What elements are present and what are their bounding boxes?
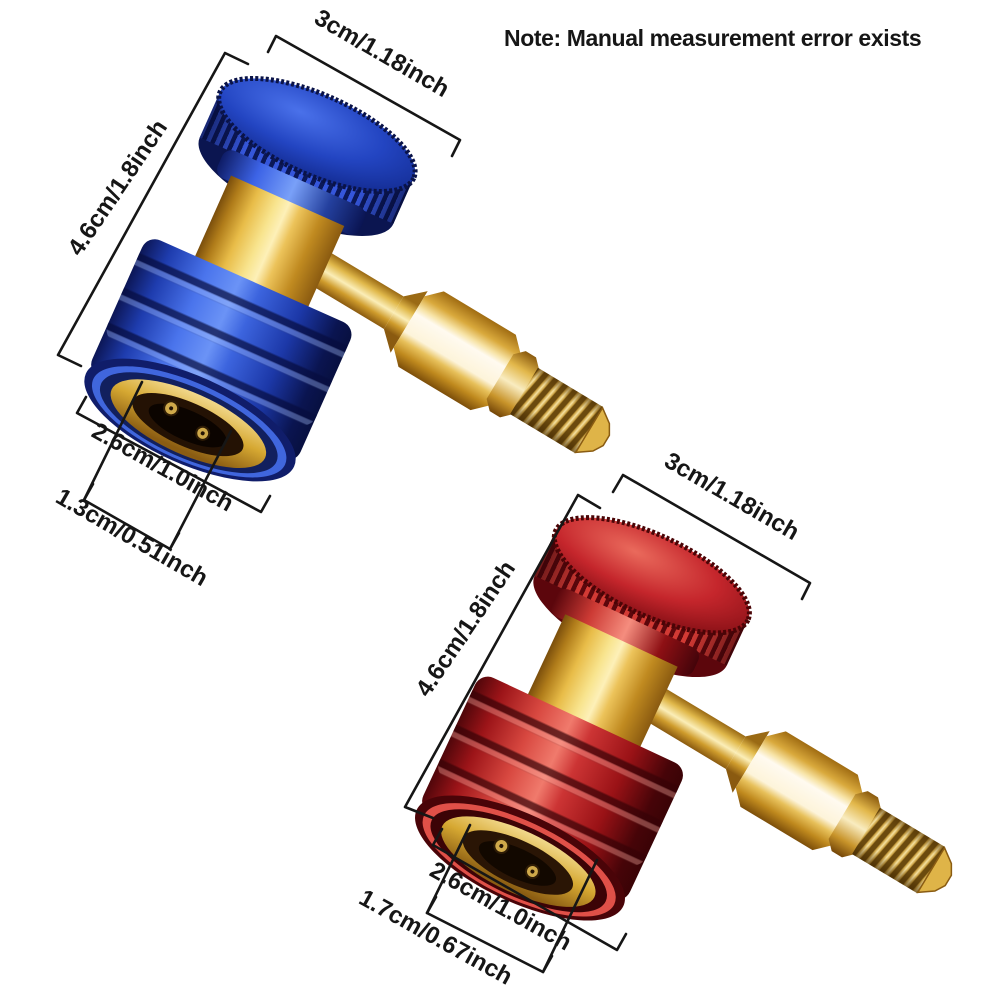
port-neck bbox=[303, 247, 404, 329]
sleeve-ribs bbox=[438, 676, 683, 866]
red-connector bbox=[415, 515, 953, 921]
thread-tip bbox=[916, 846, 953, 894]
valve-pin-tip bbox=[530, 869, 535, 874]
coupler-body bbox=[84, 75, 418, 482]
male-thread-shade bbox=[510, 367, 604, 454]
knurled-knob-top bbox=[551, 515, 752, 636]
valve-pin-tip bbox=[169, 406, 174, 411]
port-hex-nut bbox=[735, 731, 863, 851]
port-cone bbox=[383, 291, 428, 353]
note-text: Note: Manual measurement error exists bbox=[504, 25, 921, 51]
dim-line-opening-outer bbox=[431, 827, 628, 952]
valve-pin-tip bbox=[499, 843, 504, 848]
dim-line-body-height bbox=[403, 493, 602, 820]
valve-pin-tip bbox=[200, 431, 205, 436]
coupler-body bbox=[415, 515, 752, 921]
thread-tip bbox=[574, 406, 611, 454]
neck-collar bbox=[551, 589, 699, 676]
dim-line-opening-outer bbox=[75, 395, 272, 514]
dim-line-body-height bbox=[56, 51, 250, 368]
port-hex-nut bbox=[393, 291, 521, 411]
dim-label-top-diameter: 3cm/1.18inch bbox=[660, 447, 804, 546]
side-port bbox=[645, 687, 953, 894]
dim-line-top-diameter bbox=[266, 34, 462, 158]
port-hex-collar bbox=[828, 791, 882, 858]
male-thread-shade bbox=[852, 807, 946, 894]
dim-line-opening-inner bbox=[425, 895, 554, 974]
port-hex-collar bbox=[486, 351, 540, 418]
dim-line-top-diameter bbox=[611, 473, 812, 601]
port-neck bbox=[645, 687, 746, 769]
sleeve-ribs bbox=[106, 239, 352, 426]
dim-extension-line bbox=[168, 429, 233, 551]
dim-label-top-diameter: 3cm/1.18inch bbox=[310, 4, 454, 103]
dim-extension-line bbox=[541, 858, 599, 974]
port-cone bbox=[725, 731, 770, 793]
knurled-knob-top bbox=[216, 75, 418, 194]
dim-label-body-height: 4.6cm/1.8inch bbox=[63, 115, 173, 261]
side-port bbox=[303, 247, 611, 454]
blue-connector bbox=[84, 75, 611, 482]
dim-line-opening-inner bbox=[82, 482, 181, 551]
dim-label-opening-inner: 1.3cm/0.51inch bbox=[51, 483, 212, 592]
neck-collar bbox=[217, 150, 366, 235]
dim-extension-line bbox=[82, 380, 144, 502]
